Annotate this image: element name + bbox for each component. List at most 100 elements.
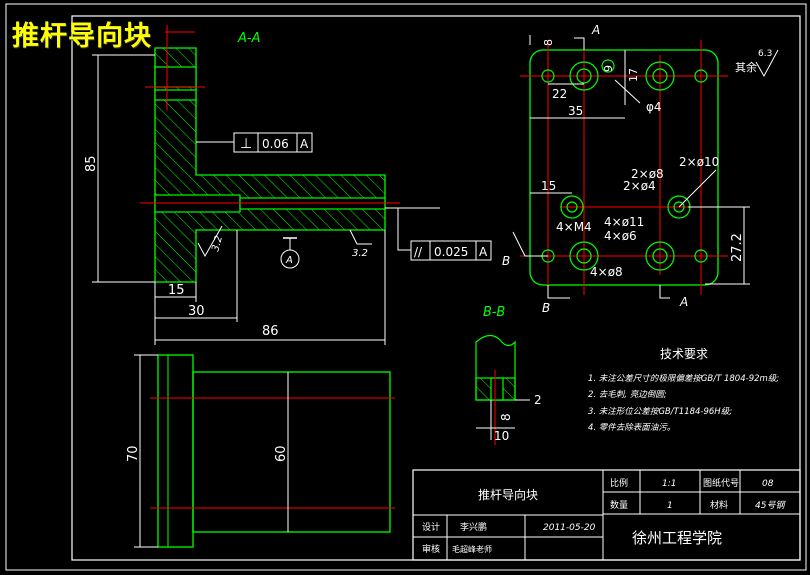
par-frame — [410, 240, 492, 261]
hole-br-outer — [645, 241, 675, 271]
hole-bm-inner — [576, 248, 592, 264]
hole-tr-outer — [645, 61, 675, 91]
note-2: 2. 去毛刺, 亮边倒圆; — [588, 389, 667, 400]
hole-tr-inner — [652, 68, 668, 84]
aa-top-hole — [154, 66, 197, 88]
outer-frame — [5, 3, 807, 571]
dim-9-text: 9 — [602, 65, 615, 72]
hole-br-inner — [652, 248, 668, 264]
dim-22-text: 22 — [552, 87, 567, 101]
perp-frame — [233, 132, 313, 153]
drawing-title: 推杆导向块 — [12, 21, 152, 52]
perp-symbol: ⊥ — [240, 136, 252, 152]
hole-tm-outer — [569, 61, 599, 91]
dim-70-text: 70 — [126, 445, 141, 462]
cut-a-top — [574, 37, 585, 50]
roughness-value-2: 3.2 — [352, 248, 368, 259]
side-body — [192, 371, 391, 533]
tb-qty-label: 数量 — [610, 499, 628, 511]
rest-label: 其余 — [735, 60, 757, 74]
par-datum: A — [479, 245, 488, 259]
tb-reviewer: 毛超峰老师 — [452, 544, 492, 554]
hole-mr-inner — [673, 201, 685, 213]
dim-phi4-text: φ4 — [646, 100, 662, 114]
dim-phi4-leader — [614, 79, 641, 104]
section-label-bb: B-B — [483, 305, 505, 320]
callout-2x8: 2×ø8 — [631, 167, 664, 181]
plate-outline — [529, 49, 719, 286]
hole-br — [694, 249, 708, 263]
title-block: 推杆导向块 设计 李兴鹏 2011-05-20 审核 毛超峰老师 比例 1:1 … — [412, 469, 801, 561]
hole-tr — [694, 69, 708, 83]
top-view: A A B B 8 9 17 22 35 φ4 其余 6.3 15 2×ø10 … — [502, 23, 779, 315]
tb-scale: 1:1 — [662, 479, 676, 489]
tb-drawing-no-label: 图纸代号 — [703, 477, 739, 489]
tb-school: 徐州工程学院 — [632, 529, 722, 547]
callout-4xm4: 4×M4 — [556, 220, 592, 234]
bb-hole — [490, 377, 504, 401]
cut-b-bot — [547, 285, 570, 299]
hole-pin — [601, 59, 615, 73]
cut-b-left — [512, 231, 548, 257]
hole-tm-inner — [576, 68, 592, 84]
hole-tl — [541, 69, 555, 83]
par-symbol: // — [414, 245, 423, 259]
rest-roughness-value: 6.3 — [758, 49, 772, 59]
bb-dim-2: 2 — [534, 393, 542, 407]
tb-part-name: 推杆导向块 — [478, 487, 538, 502]
callout-2x4: 2×ø4 — [623, 179, 656, 193]
callout-2x10-leader — [678, 169, 717, 208]
cut-a-top-label: A — [591, 23, 600, 37]
callout-2x10: 2×ø10 — [679, 155, 719, 169]
dim-272-text: 27.2 — [730, 233, 745, 262]
roughness-symbol-1 — [197, 225, 223, 258]
perp-value: 0.06 — [262, 137, 289, 151]
hole-ml-inner — [566, 201, 578, 213]
dim-86-text: 86 — [262, 324, 279, 339]
dim-85-text: 85 — [84, 155, 99, 172]
technical-notes: 技术要求 1. 未注公差尺寸的极限偏差按GB/T 1804-92m级; 2. 去… — [588, 347, 779, 433]
bb-outline — [475, 334, 516, 401]
roughness-symbol-2 — [349, 229, 372, 245]
cut-a-bot — [659, 285, 670, 299]
roughness-value-1: 3.2 — [210, 235, 225, 253]
notes-heading: 技术要求 — [660, 347, 708, 361]
dim-60-text: 60 — [274, 445, 289, 462]
side-flange — [157, 354, 194, 548]
datum-a-circle — [280, 249, 300, 269]
callout-4x6: 4×ø6 — [604, 229, 637, 243]
hole-ml-outer — [560, 195, 584, 219]
perp-datum: A — [300, 137, 309, 151]
cut-a-bot-label: A — [679, 295, 688, 309]
callout-4x11: 4×ø11 — [604, 215, 644, 229]
tb-reviewer-label: 审核 — [422, 543, 440, 555]
dim-8-text: 8 — [542, 39, 555, 46]
note-4: 4. 零件去除表面油污。 — [588, 422, 675, 433]
dim-17-text: 17 — [627, 68, 640, 82]
section-label-aa: A-A — [237, 31, 260, 46]
tb-drawing-no: 08 — [762, 479, 774, 489]
side-view: 70 60 — [126, 354, 395, 548]
note-1: 1. 未注公差尺寸的极限偏差按GB/T 1804-92m级; — [588, 373, 779, 384]
datum-a-text: A — [285, 255, 293, 266]
section-view-aa: A-A 85 15 30 86 ⊥ 0.06 A — [84, 25, 492, 345]
dim-30-text: 30 — [188, 304, 205, 319]
dim-15b-text: 15 — [541, 179, 556, 193]
hole-bm-outer — [569, 241, 599, 271]
tb-qty: 1 — [667, 501, 673, 511]
note-3: 3. 未注形位公差按GB/T1184-96H级; — [588, 406, 732, 417]
cut-b-bot-label: B — [542, 301, 550, 315]
rest-roughness-symbol — [755, 49, 779, 78]
tb-designer-label: 设计 — [422, 521, 440, 533]
section-view-bb: B-B 2 8 10 — [475, 305, 542, 445]
tb-scale-label: 比例 — [610, 477, 628, 489]
par-leader — [385, 207, 411, 251]
bb-dim-8: 8 — [499, 413, 513, 421]
tb-material-label: 材料 — [710, 499, 728, 511]
callout-4x8: 4×ø8 — [590, 265, 623, 279]
cut-b-left-label: B — [502, 254, 510, 268]
dim-35-text: 35 — [568, 104, 583, 118]
tb-material: 45号钢 — [755, 500, 786, 511]
bb-dim-10: 10 — [494, 429, 509, 443]
